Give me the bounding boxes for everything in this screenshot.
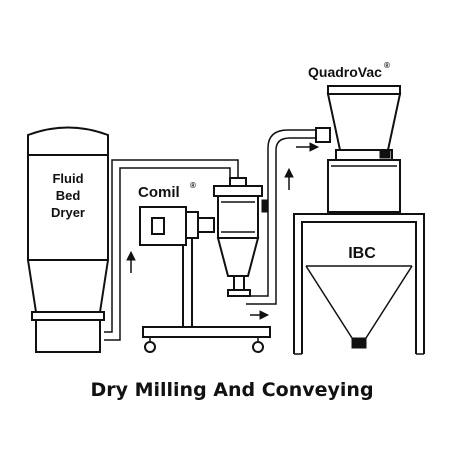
- ibc: IBC: [293, 213, 425, 355]
- quadrovac-top-cap: [327, 85, 401, 95]
- arrow-right-icon: [250, 310, 270, 320]
- quadrovac-registered-mark: ®: [384, 61, 390, 70]
- dryer-base: [35, 319, 101, 353]
- comil-cart-frame: [142, 326, 271, 338]
- quadrovac-valve-handle: [379, 149, 391, 159]
- pipe-comil-to-vac-inner: [246, 137, 318, 305]
- ibc-label: IBC: [348, 245, 376, 262]
- flow-arrows: [126, 142, 320, 320]
- quadrovac: QuadroVac ®: [308, 61, 402, 213]
- quadrovac-label: QuadroVac: [308, 64, 382, 80]
- dryer-upper-body: [27, 154, 109, 261]
- dryer-dome: [27, 126, 109, 156]
- fluid-bed-label-3: Dryer: [51, 205, 85, 220]
- arrow-right-icon: [296, 142, 320, 152]
- comil-inlet: [229, 177, 247, 187]
- comil-motor-box: [151, 217, 165, 235]
- comil-cone: [216, 237, 260, 277]
- fluid-bed-label-1: Fluid: [52, 171, 83, 186]
- arrow-up-icon: [284, 167, 294, 190]
- comil-shaft-housing: [197, 217, 215, 233]
- fluid-bed-label-2: Bed: [56, 188, 81, 203]
- pipe-dryer-to-comil-outer: [104, 159, 239, 333]
- quadrovac-hopper: [326, 93, 402, 151]
- comil-top-flange: [213, 185, 263, 197]
- comil-registered-mark: ®: [190, 181, 196, 190]
- quadrovac-body: [327, 159, 401, 213]
- caster-wheel-icon: [144, 341, 156, 353]
- comil-coupling: [185, 211, 199, 239]
- ibc-bin-cone: [305, 265, 413, 339]
- dryer-taper: [26, 259, 110, 313]
- comil-handle: [261, 199, 269, 213]
- pipe-comil-to-vac-outer: [246, 129, 318, 297]
- ibc-frame-inner: [301, 221, 417, 354]
- pipe-dryer-to-comil-inner: [104, 167, 231, 341]
- comil-stand-post: [182, 234, 193, 328]
- dryer-base-lip: [31, 311, 105, 321]
- comil: Comil ®: [138, 177, 271, 353]
- comil-outlet-clamp: [227, 289, 251, 297]
- quadrovac-inlet: [315, 127, 331, 143]
- diagram-title: Dry Milling And Conveying: [90, 379, 373, 401]
- conveying-pipes: [104, 129, 318, 341]
- ibc-outlet: [351, 337, 367, 349]
- caster-wheel-icon: [252, 341, 264, 353]
- comil-label: Comil: [138, 184, 180, 201]
- fluid-bed-dryer: Fluid Bed Dryer: [26, 126, 110, 353]
- arrow-up-icon: [126, 250, 136, 273]
